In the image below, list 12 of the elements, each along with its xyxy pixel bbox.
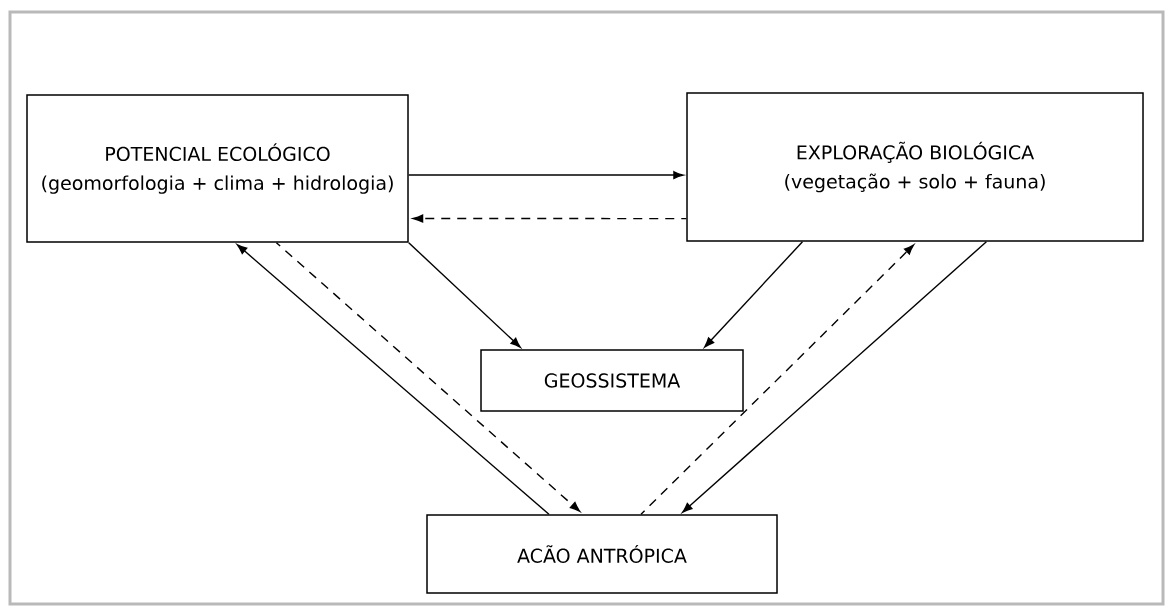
arrow bbox=[408, 171, 684, 180]
arrow bbox=[412, 214, 687, 223]
arrow bbox=[682, 241, 988, 513]
process-box: GEOSSISTEMA bbox=[480, 349, 744, 412]
process-box: ACÃO ANTRÓPICA bbox=[426, 514, 778, 594]
arrow bbox=[640, 244, 915, 515]
arrow bbox=[408, 242, 521, 348]
arrow bbox=[236, 244, 550, 515]
process-box: POTENCIAL ECOLÓGICO (geomorfologia + clima + hidrologia) bbox=[26, 94, 409, 243]
process-box: EXPLORAÇÃO BIOLÓGICA (vegetação + solo + fauna) bbox=[686, 92, 1144, 242]
arrow bbox=[275, 242, 581, 512]
arrow bbox=[704, 241, 804, 348]
